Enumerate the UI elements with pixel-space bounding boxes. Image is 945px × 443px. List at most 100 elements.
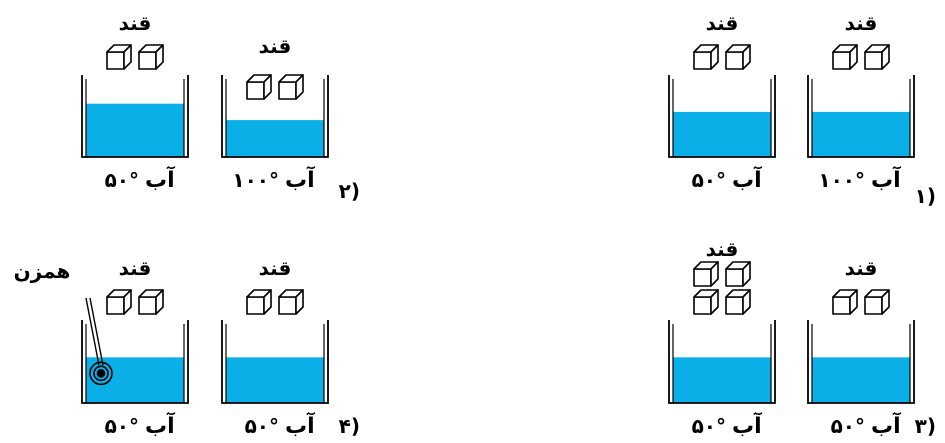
sugar-cube-icon — [106, 289, 132, 315]
sugar-cube-front — [278, 296, 297, 315]
sugar-cube-side — [123, 44, 132, 70]
sugar-cube-side — [881, 289, 890, 315]
sugar-cube-icon — [725, 44, 751, 70]
sugar-cube-front — [693, 296, 712, 315]
water-label: آب — [871, 411, 901, 439]
sugar-cube-icon — [693, 44, 719, 70]
sugar-cube-front — [725, 51, 744, 70]
water-label: آب — [145, 411, 175, 439]
sugar-cube-side — [710, 289, 719, 315]
sugar-cube-icon — [246, 289, 272, 315]
sugar-cube-icon — [725, 261, 751, 287]
sugar-cube-front — [246, 296, 265, 315]
temperature-label: ۵۰° — [831, 414, 865, 438]
temperature-label: ۵۰° — [692, 168, 726, 192]
temperature-label: ۵۰° — [692, 414, 726, 438]
sugar-cube-icon — [864, 44, 890, 70]
sugar-label: قند — [845, 11, 878, 35]
beaker-outer-wall — [668, 75, 776, 158]
water-label: آب — [732, 411, 762, 439]
water-fill — [673, 111, 771, 157]
sugar-cube-front — [725, 296, 744, 315]
sugar-label: قند — [706, 11, 739, 35]
sugar-cube-icon — [693, 261, 719, 287]
sugar-cube-icon — [246, 74, 272, 100]
water-label: آب — [871, 165, 901, 193]
option-number: ۳) — [915, 414, 936, 438]
sugar-cube-side — [263, 74, 272, 100]
sugar-cube-icon — [725, 289, 751, 315]
stirrer-icon — [93, 365, 109, 382]
beaker-outer-wall — [81, 75, 189, 158]
sugar-cube-front — [693, 268, 712, 287]
sugar-cube-front — [106, 51, 125, 70]
sugar-cube-front — [138, 296, 157, 315]
sugar-cube-front — [725, 268, 744, 287]
stirrer-icon — [89, 361, 113, 386]
sugar-cube-front — [864, 296, 883, 315]
temperature-label: ۵۰° — [245, 414, 279, 438]
water-label: آب — [732, 165, 762, 193]
sugar-label: قند — [119, 11, 152, 35]
sugar-cube-icon — [278, 74, 304, 100]
sugar-cube-side — [881, 44, 890, 70]
beaker-outer-wall — [668, 320, 776, 404]
sugar-label: قند — [119, 256, 152, 280]
temperature-label: ۵۰° — [105, 414, 139, 438]
sugar-cube-side — [295, 289, 304, 315]
water-fill — [812, 357, 910, 403]
sugar-cube-side — [155, 289, 164, 315]
beaker-outer-wall — [221, 320, 329, 404]
sugar-cube-front — [138, 51, 157, 70]
beaker-outer-wall — [807, 320, 915, 404]
temperature-label: ۱۰۰° — [818, 168, 865, 192]
sugar-cube-side — [295, 74, 304, 100]
sugar-cube-side — [742, 44, 751, 70]
sugar-cube-icon — [693, 289, 719, 315]
sugar-cube-side — [123, 289, 132, 315]
sugar-cube-side — [263, 289, 272, 315]
sugar-cube-front — [106, 296, 125, 315]
beaker-outer-wall — [807, 75, 915, 158]
water-fill — [673, 357, 771, 403]
water-label: آب — [285, 411, 315, 439]
temperature-label: ۵۰° — [105, 168, 139, 192]
sugar-cube-icon — [832, 44, 858, 70]
sugar-cube-side — [849, 289, 858, 315]
sugar-cube-side — [710, 261, 719, 287]
beaker-outer-wall — [81, 320, 189, 404]
sugar-cube-side — [742, 261, 751, 287]
water-fill — [812, 111, 910, 157]
sugar-cube-front — [864, 51, 883, 70]
sugar-cube-side — [155, 44, 164, 70]
option-number: ۲) — [339, 179, 360, 203]
sugar-cube-front — [693, 51, 712, 70]
sugar-label: قند — [259, 256, 292, 280]
sugar-label: قند — [706, 237, 739, 261]
water-fill — [226, 120, 324, 157]
sugar-cube-front — [832, 51, 851, 70]
sugar-cube-front — [246, 81, 265, 100]
stirrer-pointer-line — [89, 297, 104, 366]
sugar-label: قند — [845, 256, 878, 280]
temperature-label: ۱۰۰° — [232, 168, 279, 192]
stirrer-label: همزن — [14, 259, 71, 283]
water-fill — [226, 357, 324, 403]
sugar-cube-icon — [106, 44, 132, 70]
water-label: آب — [285, 165, 315, 193]
sugar-cube-side — [742, 289, 751, 315]
sugar-cube-icon — [278, 289, 304, 315]
sugar-cube-icon — [832, 289, 858, 315]
